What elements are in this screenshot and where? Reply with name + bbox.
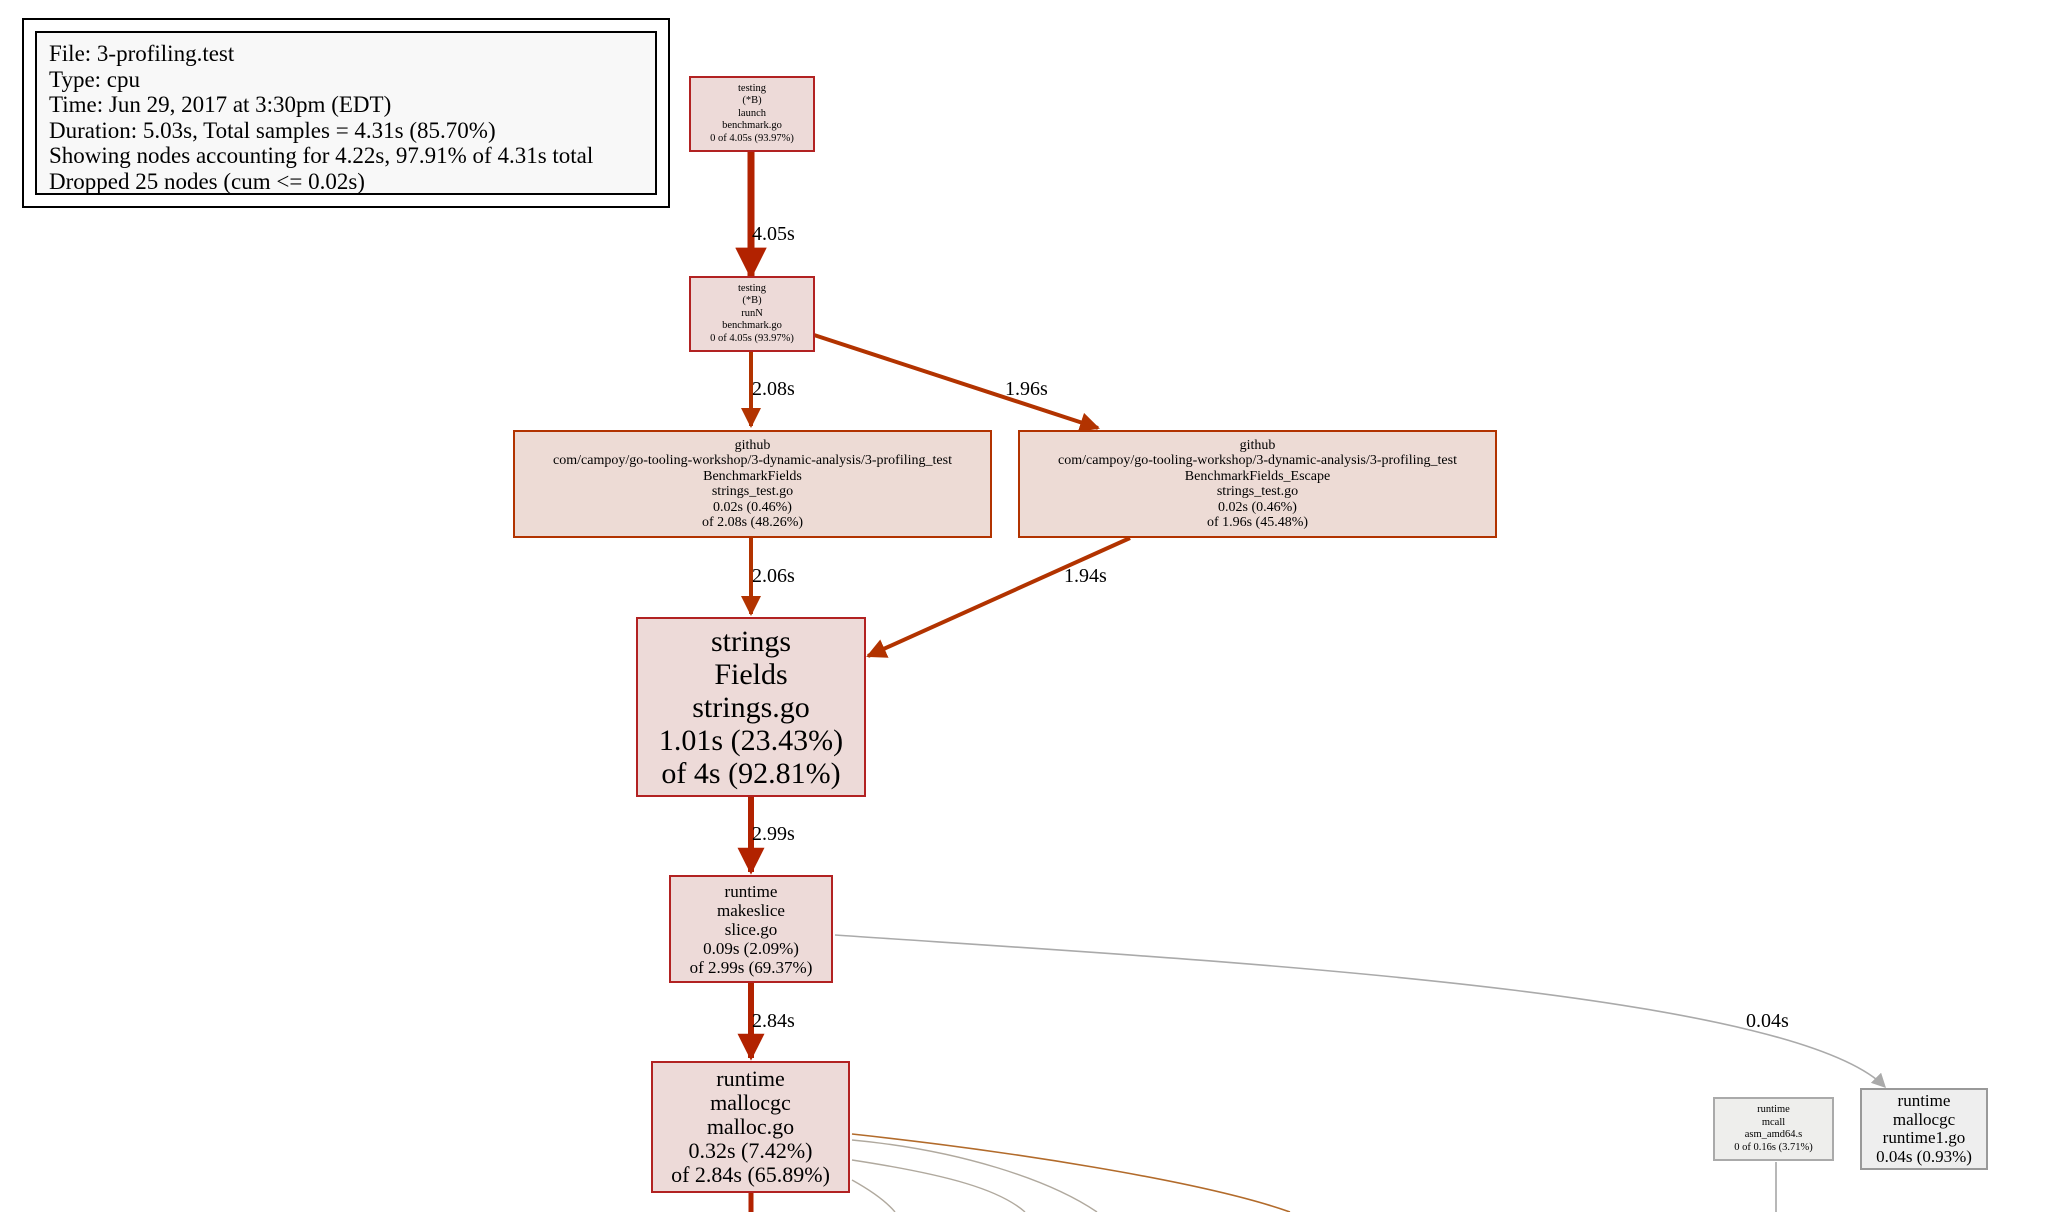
node-strings-func: Fields xyxy=(714,657,788,691)
node-escape-func: BenchmarkFields_Escape xyxy=(1184,468,1331,484)
node-runtime-makeslice[interactable]: runtime makeslice slice.go 0.09s (2.09%)… xyxy=(669,875,833,983)
info-showing: Showing nodes accounting for 4.22s, 97.9… xyxy=(49,143,594,168)
edge-label-runN-fields: 2.08s xyxy=(752,378,795,400)
node-escape-cum: of 1.96s (45.48%) xyxy=(1206,515,1309,530)
node-testing-runN[interactable]: testing (*B) runN benchmark.go 0 of 4.05… xyxy=(689,276,815,352)
node-benchmark-fields-escape[interactable]: github com/campoy/go-tooling-workshop/3-… xyxy=(1018,430,1497,538)
edge-mallocgc-out-1 xyxy=(851,1159,1026,1212)
edge-label-launch-runN: 4.05s xyxy=(752,223,795,245)
node-runtime-mallocgc-runtime1[interactable]: runtime mallocgc runtime1.go 0.04s (0.93… xyxy=(1860,1088,1988,1170)
node-strings-fields[interactable]: strings Fields strings.go 1.01s (23.43%)… xyxy=(636,617,866,797)
edge-mallocgc-out-2 xyxy=(851,1139,1098,1212)
node-launch-cum: 0 of 4.05s (93.97%) xyxy=(710,132,794,144)
node-launch-pkg: testing xyxy=(738,82,766,94)
info-time: Time: Jun 29, 2017 at 3:30pm (EDT) xyxy=(49,92,392,117)
profile-info-inner: File: 3-profiling.test Type: cpu Time: J… xyxy=(35,31,657,195)
node-mallocgc1-func: mallocgc xyxy=(1892,1109,1956,1129)
node-launch-file: benchmark.go xyxy=(722,120,782,132)
node-makeslice-cum: of 2.99s (69.37%) xyxy=(689,957,813,977)
node-mcall-file: asm_amd64.s xyxy=(1744,1129,1803,1140)
node-runtime-mcall[interactable]: runtime mcall asm_amd64.s 0 of 0.16s (3.… xyxy=(1713,1097,1834,1161)
edge-label-escape-strings: 1.94s xyxy=(1064,565,1107,587)
node-strings-cum: of 4s (92.81%) xyxy=(661,756,841,790)
node-fields-flat: 0.02s (0.46%) xyxy=(713,499,792,515)
node-mcall-func: mcall xyxy=(1761,1116,1786,1128)
node-runtime-mallocgc[interactable]: runtime mallocgc malloc.go 0.32s (7.42%)… xyxy=(651,1061,850,1193)
node-escape-flat: 0.02s (0.46%) xyxy=(1218,499,1297,515)
node-escape-pkg: github xyxy=(1239,437,1276,453)
node-mallocgc-cum: of 2.84s (65.89%) xyxy=(671,1162,830,1187)
node-fields-file: strings_test.go xyxy=(711,484,794,499)
node-mcall-cum: 0 of 0.16s (3.71%) xyxy=(1734,1141,1813,1153)
node-runN-recv: (*B) xyxy=(742,295,762,307)
node-runN-func: runN xyxy=(741,307,763,319)
edge-label-runN-escape: 1.96s xyxy=(1005,378,1048,400)
node-makeslice-flat: 0.09s (2.09%) xyxy=(703,938,799,958)
edge-label-makeslice-mallocgc1: 0.04s xyxy=(1746,1010,1789,1032)
node-runN-file: benchmark.go xyxy=(722,320,782,332)
node-runN-cum: 0 of 4.05s (93.97%) xyxy=(710,332,794,344)
node-strings-flat: 1.01s (23.43%) xyxy=(658,723,844,757)
node-mallocgc1-flat: 0.04s (0.93%) xyxy=(1876,1146,1972,1166)
node-benchmark-fields[interactable]: github com/campoy/go-tooling-workshop/3-… xyxy=(513,430,992,538)
info-type: Type: cpu xyxy=(49,66,141,92)
node-makeslice-pkg: runtime xyxy=(724,881,778,901)
info-duration: Duration: 5.03s, Total samples = 4.31s (… xyxy=(49,117,496,143)
edge-label-fields-strings: 2.06s xyxy=(752,565,795,587)
node-strings-file: strings.go xyxy=(692,690,810,724)
edge-label-makeslice-mallocgc: 2.84s xyxy=(752,1010,795,1032)
node-fields-func: BenchmarkFields xyxy=(703,468,802,484)
node-mallocgc-file: malloc.go xyxy=(706,1114,795,1139)
node-mcall-pkg: runtime xyxy=(1757,1104,1790,1115)
edge-label-strings-makeslice: 2.99s xyxy=(752,823,795,845)
node-escape-file: strings_test.go xyxy=(1216,484,1299,499)
info-dropped: Dropped 25 nodes (cum <= 0.02s) xyxy=(49,168,365,194)
node-mallocgc1-pkg: runtime xyxy=(1897,1091,1951,1110)
node-mallocgc-flat: 0.32s (7.42%) xyxy=(688,1138,813,1163)
edge-escape-strings xyxy=(866,536,1131,658)
edge-runN-escape xyxy=(813,333,1100,432)
node-launch-func: launch xyxy=(738,107,766,119)
node-mallocgc1-file: runtime1.go xyxy=(1882,1128,1966,1147)
node-fields-path: com/campoy/go-tooling-workshop/3-dynamic… xyxy=(553,453,952,468)
node-makeslice-func: makeslice xyxy=(717,900,785,920)
node-mallocgc-func: mallocgc xyxy=(710,1090,791,1115)
edge-makeslice-mallocgc1 xyxy=(834,934,1887,1089)
node-makeslice-file: slice.go xyxy=(724,919,778,939)
node-strings-pkg: strings xyxy=(710,624,791,658)
node-launch-recv: (*B) xyxy=(742,95,762,107)
edge-mallocgc-out-3 xyxy=(851,1133,1291,1212)
node-fields-pkg: github xyxy=(734,437,771,453)
edge-mallocgc-out-4 xyxy=(851,1179,896,1212)
node-escape-path: com/campoy/go-tooling-workshop/3-dynamic… xyxy=(1058,453,1457,468)
info-file: File: 3-profiling.test xyxy=(49,41,235,66)
profile-info-box: File: 3-profiling.test Type: cpu Time: J… xyxy=(22,18,670,208)
node-mallocgc-pkg: runtime xyxy=(716,1066,785,1091)
node-fields-cum: of 2.08s (48.26%) xyxy=(701,515,804,530)
node-runN-pkg: testing xyxy=(738,282,766,294)
node-testing-launch[interactable]: testing (*B) launch benchmark.go 0 of 4.… xyxy=(689,76,815,152)
